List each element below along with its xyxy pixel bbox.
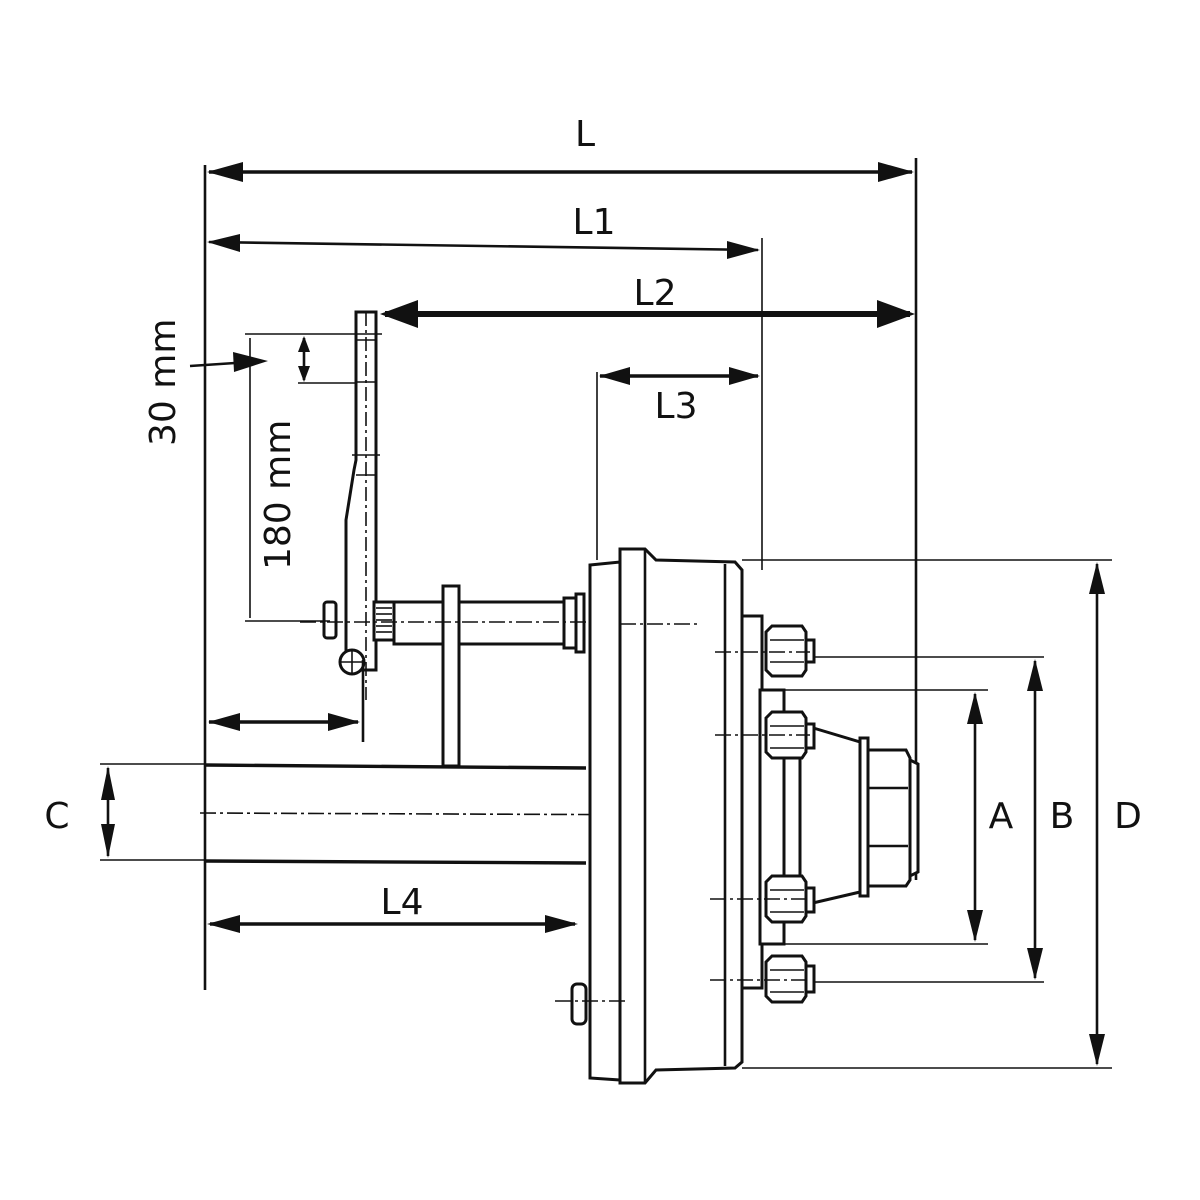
axle-bottom-edge xyxy=(204,859,587,865)
dimension-L2: L2 xyxy=(380,273,915,328)
arrowhead-right xyxy=(727,241,760,259)
dimension-C: C xyxy=(44,763,205,861)
arrowhead-right xyxy=(729,367,760,385)
label-A: A xyxy=(989,796,1014,837)
clamp-bolt-head xyxy=(322,600,338,640)
dimension-D: D xyxy=(1089,562,1142,1066)
camshaft-collar xyxy=(574,592,586,654)
diameter-dimensions: A B D xyxy=(742,559,1142,1069)
dimension-A: A xyxy=(967,692,1014,942)
label-L2: L2 xyxy=(634,273,677,314)
spline-hatching xyxy=(376,607,392,633)
wheel-nut xyxy=(715,624,816,678)
arrowhead-left xyxy=(207,162,243,182)
label-L3: L3 xyxy=(655,386,698,427)
hub-cap xyxy=(908,757,920,879)
drum-body xyxy=(618,547,744,1085)
adjuster-nut xyxy=(570,982,588,1026)
dimension-line-L1 xyxy=(208,240,759,252)
arrowhead-right xyxy=(877,300,915,328)
wheel-nut xyxy=(710,954,816,1004)
wheel-nut xyxy=(715,710,816,760)
arrowhead-left xyxy=(207,234,240,252)
label-L: L xyxy=(575,114,595,155)
arrowhead-left xyxy=(599,367,630,385)
dimension-L3: L3 xyxy=(599,367,760,427)
camshaft-collar xyxy=(562,596,578,650)
brake-lever xyxy=(322,310,396,700)
extension-lines xyxy=(203,158,918,990)
label-30mm: 30 mm xyxy=(143,319,184,446)
lever-arm xyxy=(344,310,378,672)
camshaft-tube xyxy=(392,600,566,646)
hub-cap-nut xyxy=(866,748,912,888)
backing-plate xyxy=(588,560,622,1082)
label-C: C xyxy=(44,796,69,837)
lever-dimensions: 30 mm 180 mm xyxy=(143,319,382,742)
arrowhead-right xyxy=(878,162,914,182)
hub-cone xyxy=(798,721,862,908)
arrowhead-left xyxy=(380,300,418,328)
dimension-L4: L4 xyxy=(207,882,578,933)
hub xyxy=(798,721,920,908)
dimension-L1: L1 xyxy=(207,202,760,259)
axle-top-edge xyxy=(204,763,587,770)
label-D: D xyxy=(1114,796,1142,837)
dimension-L: L xyxy=(207,114,914,182)
label-B: B xyxy=(1050,796,1075,837)
label-180mm: 180 mm xyxy=(258,420,299,570)
wheel-nut xyxy=(710,874,816,924)
leader-arrowhead xyxy=(233,352,268,372)
brake-drum xyxy=(555,547,786,1085)
wheel-nuts xyxy=(710,624,816,1004)
label-L1: L1 xyxy=(573,202,616,243)
camshaft-bracket xyxy=(441,584,461,768)
label-L4: L4 xyxy=(381,882,424,923)
dimension-B: B xyxy=(1027,659,1074,980)
